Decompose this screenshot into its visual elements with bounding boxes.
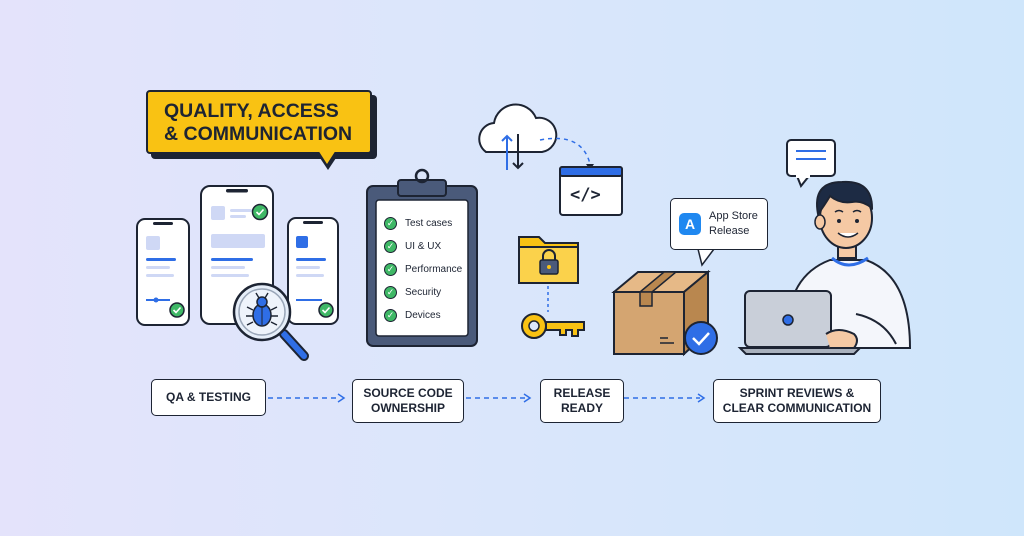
phone-left xyxy=(136,218,190,326)
checklist-item: ✓Devices xyxy=(384,304,462,327)
folder-lock-icon xyxy=(518,236,579,284)
clipboard-checklist: ✓Test cases ✓UI & UX ✓Performance ✓Secur… xyxy=(384,212,462,327)
app-store-line-2: Release xyxy=(709,225,750,237)
check-badge-icon xyxy=(251,203,269,221)
code-window-icon xyxy=(559,166,623,216)
check-badge-icon xyxy=(169,302,185,318)
checklist-item: ✓UI & UX xyxy=(384,235,462,258)
check-icon: ✓ xyxy=(384,263,397,276)
app-store-bubble: A App Store Release xyxy=(670,198,768,250)
cloud-sync-icon xyxy=(478,103,558,170)
stage-sprint-reviews: SPRINT REVIEWS &CLEAR COMMUNICATION xyxy=(713,379,881,423)
title-line-1: QUALITY, ACCESS xyxy=(164,100,339,122)
check-icon: ✓ xyxy=(384,286,397,299)
flow-connectors xyxy=(268,393,706,403)
bubble-tail xyxy=(697,248,715,267)
app-store-icon: A xyxy=(679,213,701,235)
developer-illustration xyxy=(737,180,912,355)
title-line-2: & COMMUNICATION xyxy=(164,123,353,145)
stage-qa-testing: QA & TESTING xyxy=(151,379,266,416)
checklist-item: ✓Security xyxy=(384,281,462,304)
check-icon: ✓ xyxy=(384,217,397,230)
check-badge-icon xyxy=(318,302,334,318)
check-badge-icon xyxy=(684,321,718,355)
code-symbol: </> xyxy=(570,185,601,205)
check-icon: ✓ xyxy=(384,240,397,253)
checklist-item: ✓Performance xyxy=(384,258,462,281)
connector-dashed xyxy=(539,137,591,165)
chat-bubble-icon xyxy=(786,139,836,188)
key-icon xyxy=(521,313,585,339)
phone-right xyxy=(287,217,339,325)
check-icon: ✓ xyxy=(384,309,397,322)
title-bubble: QUALITY, ACCESS & COMMUNICATION xyxy=(146,90,372,154)
magnifier-bug-icon xyxy=(232,282,309,361)
checklist-item: ✓Test cases xyxy=(384,212,462,235)
app-store-line-1: App Store xyxy=(709,210,758,222)
